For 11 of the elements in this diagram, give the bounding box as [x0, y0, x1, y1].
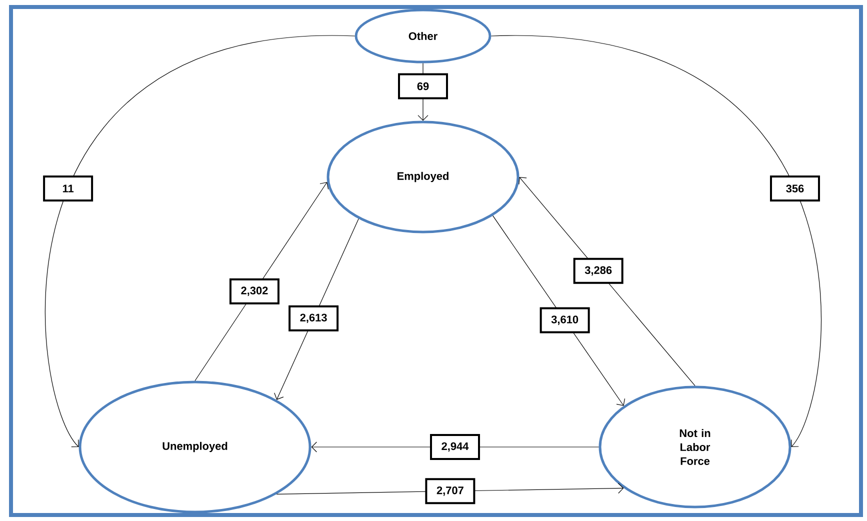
edge-label: 2,944 [430, 434, 480, 460]
edge-label: 69 [398, 73, 448, 100]
edge-label: 11 [43, 176, 94, 202]
arrow [194, 182, 329, 382]
edge-label: 2,707 [425, 478, 476, 504]
edge-label: 3,286 [573, 258, 624, 284]
edge-label: 3,610 [540, 307, 590, 334]
edge-label: 2,302 [229, 278, 280, 304]
edge-label: 356 [770, 176, 820, 202]
edge-label: 2,613 [288, 305, 339, 332]
arrow [518, 177, 696, 386]
